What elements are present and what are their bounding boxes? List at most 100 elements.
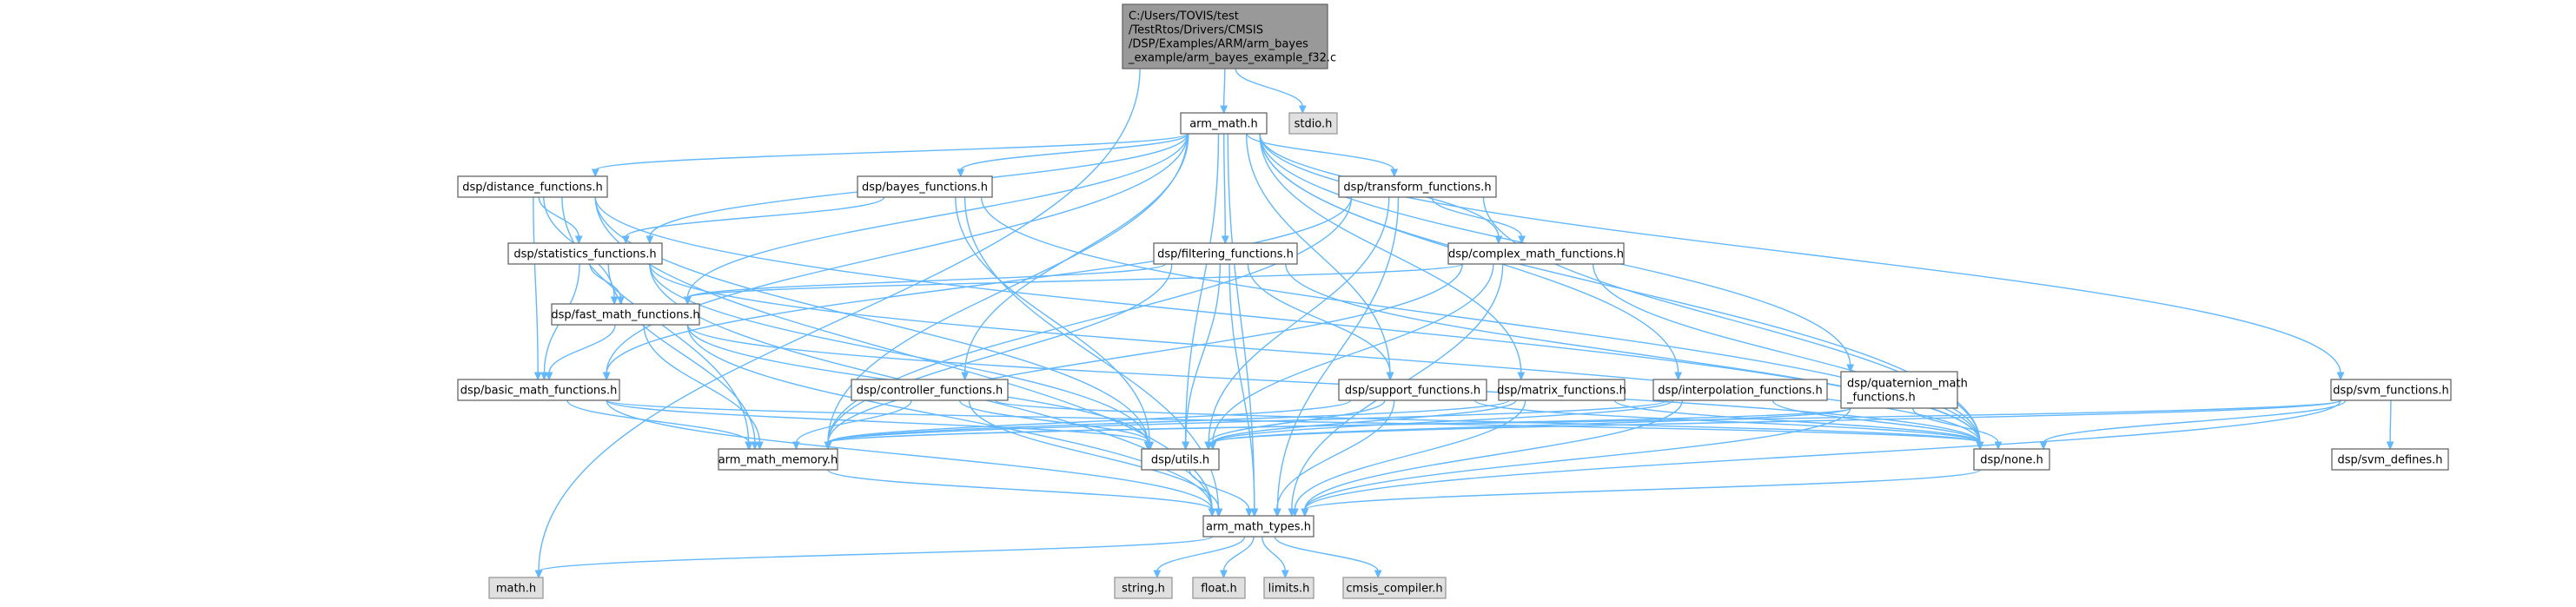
edge-distance-to-statistics: [538, 196, 583, 245]
node-box: [1153, 242, 1298, 265]
node-box: [1652, 379, 1828, 401]
node-box: [2331, 448, 2449, 471]
edge-line: [1276, 196, 1400, 511]
node-label: float.h: [1201, 583, 1237, 596]
edge-line: [958, 399, 1151, 444]
node-controller[interactable]: dsp/controller_functions.h: [851, 379, 1009, 401]
node-box: [1498, 379, 1626, 401]
node-box: [1342, 577, 1447, 599]
node-box: [1122, 3, 1328, 69]
node-fastmath[interactable]: dsp/fast_math_functions.h: [551, 303, 700, 326]
node-svm[interactable]: dsp/svm_functions.h: [2330, 379, 2452, 401]
node-bayes[interactable]: dsp/bayes_functions.h: [857, 175, 993, 198]
edge-line: [1222, 68, 1226, 108]
node-transform[interactable]: dsp/transform_functions.h: [1338, 175, 1497, 198]
node-label: _example/arm_bayes_example_f32.c: [1128, 52, 1336, 65]
edge-line: [625, 196, 885, 238]
node-box: [1192, 577, 1246, 599]
node-label: dsp/utils.h: [1151, 454, 1209, 467]
node-box: [1114, 577, 1173, 599]
edge-line: [594, 133, 1189, 171]
node-label: dsp/basic_math_functions.h: [460, 385, 618, 398]
arrowhead-icon: [1291, 508, 1299, 518]
node-label: arm_math.h: [1189, 118, 1258, 131]
edge-arm_math-to-bayes: [957, 133, 1189, 178]
edge-fastmath-to-basicmath: [545, 324, 616, 381]
edge-line: [643, 324, 761, 444]
arrowhead-icon: [1153, 570, 1162, 579]
node-memory[interactable]: arm_math_memory.h: [718, 448, 838, 471]
edge-line: [980, 196, 1981, 444]
node-complex[interactable]: dsp/complex_math_functions.h: [1447, 242, 1625, 265]
edge-line: [1473, 399, 1981, 444]
node-label: dsp/controller_functions.h: [857, 385, 1003, 398]
edge-line: [1228, 263, 1255, 511]
node-filtering[interactable]: dsp/filtering_functions.h: [1153, 242, 1298, 265]
arrowhead-icon: [1298, 105, 1307, 115]
edge-line: [827, 399, 1352, 444]
node-basicmath[interactable]: dsp/basic_math_functions.h: [457, 379, 620, 401]
arrowhead-icon: [684, 296, 692, 306]
edge-line: [548, 324, 616, 374]
node-root[interactable]: C:/Users/TOVIS/test/TestRtos/Drivers/CMS…: [1122, 3, 1336, 69]
node-interp[interactable]: dsp/interpolation_functions.h: [1652, 379, 1828, 401]
node-string: string.h: [1114, 577, 1173, 599]
node-box: [1141, 448, 1220, 471]
node-distance[interactable]: dsp/distance_functions.h: [457, 175, 608, 198]
node-box: [1288, 112, 1338, 135]
edge-line: [606, 399, 1213, 511]
node-label: dsp/fast_math_functions.h: [551, 309, 699, 322]
edges-layer: [533, 68, 2394, 579]
node-label: C:/Users/TOVIS/test: [1129, 10, 1239, 23]
nodes-layer: C:/Users/TOVIS/test/TestRtos/Drivers/CMS…: [457, 3, 2452, 599]
edge-controller-to-types: [968, 399, 1223, 518]
node-utils[interactable]: dsp/utils.h: [1141, 448, 1220, 471]
node-label: limits.h: [1268, 583, 1310, 596]
edge-filtering-to-support: [1247, 263, 1394, 381]
node-quaternion[interactable]: dsp/quaternion_math_functions.h: [1840, 371, 1968, 409]
edge-line: [1212, 263, 1494, 444]
edge-arm_math-to-svm: [1259, 133, 2345, 381]
node-label: _functions.h: [1846, 392, 1916, 405]
node-none[interactable]: dsp/none.h: [1973, 448, 2050, 471]
edge-line: [795, 399, 912, 444]
node-types[interactable]: arm_math_types.h: [1202, 515, 1314, 538]
node-label: math.h: [496, 583, 536, 596]
arrowhead-icon: [1518, 235, 1526, 245]
node-label: dsp/distance_functions.h: [462, 181, 603, 195]
node-matrix[interactable]: dsp/matrix_functions.h: [1497, 379, 1626, 401]
node-cmsis: cmsis_compiler.h: [1342, 577, 1447, 599]
edge-memory-to-types: [827, 469, 1216, 518]
edge-line: [1235, 68, 1304, 108]
arrowhead-icon: [1221, 235, 1229, 245]
edge-line: [649, 263, 1981, 444]
node-label: /TestRtos/Drivers/CMSIS: [1129, 24, 1263, 37]
edge-arm_math-to-transform: [1246, 133, 1399, 178]
node-support[interactable]: dsp/support_functions.h: [1338, 379, 1487, 401]
node-arm_math[interactable]: arm_math.h: [1180, 112, 1268, 135]
arrowhead-icon: [756, 441, 764, 451]
edge-line: [538, 196, 579, 238]
edge-arm_math-to-utils: [1182, 133, 1220, 451]
arrowhead-icon: [1386, 372, 1394, 381]
edge-line: [1245, 133, 1391, 374]
edge-filtering-to-types: [1228, 263, 1259, 518]
edge-line: [827, 399, 1668, 444]
node-box: [1973, 448, 2050, 471]
node-svmdefines[interactable]: dsp/svm_defines.h: [2331, 448, 2449, 471]
edge-svm-to-none: [2039, 399, 2347, 451]
edge-types-to-math: [534, 536, 1213, 579]
edge-none-to-types: [1301, 469, 1981, 518]
edge-line: [1207, 399, 1386, 444]
edge-line: [1185, 263, 1221, 444]
edge-line: [827, 399, 1510, 444]
edge-line: [968, 399, 1220, 511]
edge-basicmath-to-memory: [566, 399, 753, 451]
edge-line: [1208, 196, 1390, 444]
edge-line: [827, 263, 1463, 444]
node-statistics[interactable]: dsp/statistics_functions.h: [507, 242, 663, 265]
edge-svm-to-memory: [824, 399, 2341, 451]
node-label: dsp/statistics_functions.h: [513, 248, 656, 261]
arrowhead-icon: [1250, 508, 1259, 518]
